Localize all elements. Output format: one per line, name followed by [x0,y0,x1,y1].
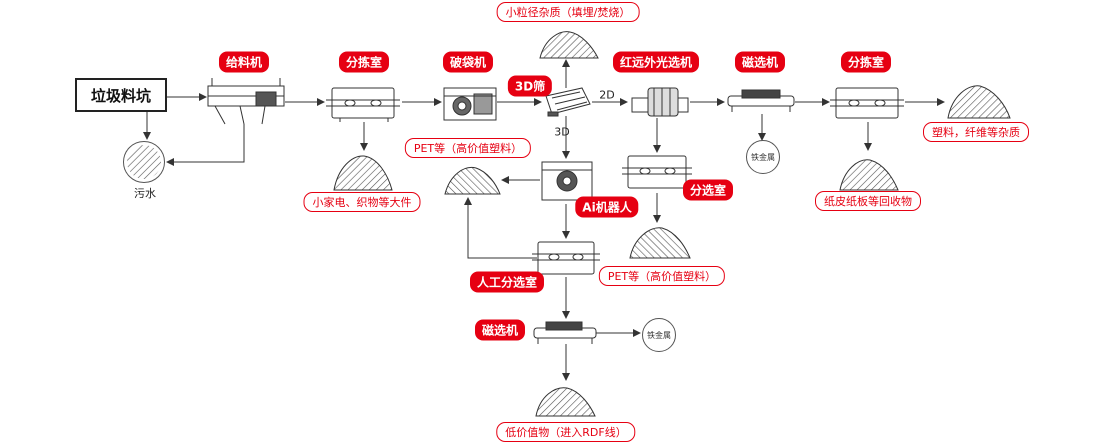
pile-paper [839,159,899,191]
pile-low-value [535,387,596,417]
output-large-items: 小家电、织物等大件 [303,192,421,212]
ai-robot-label: Ai机器人 [575,196,639,218]
pile-small-particles [539,31,599,59]
screen-3d-label: 3D筛 [507,75,553,97]
output-paper: 纸皮纸板等回收物 [815,191,921,211]
pile-pet-bottom [629,227,691,259]
iron-circle-2: 铁金属 [642,318,676,352]
flow-lines [143,59,945,381]
sewage-circle [123,141,165,183]
sort-room-2-icon [830,87,904,119]
output-pet-top: PET等（高价值塑料） [404,138,532,158]
sort-room-3-label: 分选室 [682,179,734,201]
manual-sort-label: 人工分选室 [469,271,545,293]
output-small-particles: 小粒径杂质（填埋/焚烧） [496,2,640,22]
material-piles [333,31,1011,417]
garbage-pit-box: 垃圾料坑 [75,78,167,112]
sort-room-1-icon [326,87,400,122]
pile-large-items [333,155,393,191]
pile-pet-top [444,166,501,195]
magnet-1-icon [727,89,795,112]
bag-breaker-icon [443,87,497,121]
optical-sorter-icon [631,87,689,117]
screen-3d-icon [545,87,591,117]
label-3d: 3D [554,125,570,139]
pile-plastic-fiber [947,85,1011,119]
feeder-label: 给料机 [218,51,270,73]
output-plastic-fiber: 塑料，纤维等杂质 [923,122,1029,142]
output-low-value: 低价值物（进入RDF线） [496,422,636,442]
magnet-2-icon [533,321,597,344]
ai-robot-icon [541,161,593,201]
magnet-1-label: 磁选机 [734,51,786,73]
flow-feeder-to-sewage [166,124,245,166]
feeder-machine-icon [207,78,285,125]
sort-room-3-icon [622,155,692,189]
flow-manual-to-pet [464,197,537,259]
sewage-label: 污水 [134,187,156,200]
output-pet-bottom: PET等（高价值塑料） [598,266,726,286]
manual-sort-room-icon [532,241,600,275]
bag-breaker-label: 破袋机 [442,51,494,73]
sort-room-1-label: 分拣室 [338,51,390,73]
optical-sorter-label: 红远外光选机 [612,51,700,73]
sewage-hatch [127,145,161,179]
sort-room-2-label: 分拣室 [840,51,892,73]
iron-circle-1: 铁金属 [746,140,780,174]
magnet-2-label: 磁选机 [474,319,526,341]
label-2d: 2D [599,88,615,102]
